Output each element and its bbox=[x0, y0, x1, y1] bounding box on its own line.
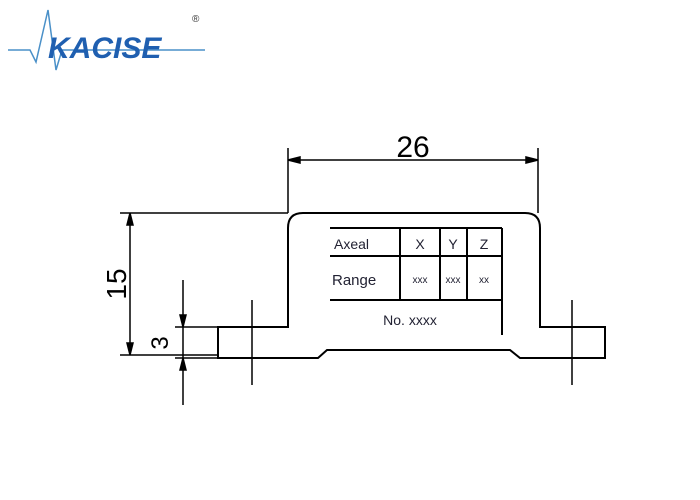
dimensions bbox=[120, 148, 539, 405]
kacise-logo: KACISE ® bbox=[8, 9, 205, 71]
label-table bbox=[330, 227, 503, 335]
range-y: xxx bbox=[446, 275, 461, 286]
axis-label: Axeal bbox=[334, 236, 369, 252]
dim-width-label: 26 bbox=[396, 131, 429, 164]
dim-height-label: 15 bbox=[101, 268, 132, 299]
axis-x: X bbox=[415, 236, 425, 252]
logo-text: KACISE bbox=[48, 32, 162, 65]
axis-z: Z bbox=[480, 236, 489, 252]
registered-mark: ® bbox=[192, 14, 200, 25]
range-z: xx bbox=[479, 275, 489, 286]
axis-y: Y bbox=[448, 236, 458, 252]
range-label: Range bbox=[332, 272, 376, 289]
serial-number: No. xxxx bbox=[383, 312, 437, 328]
sensor-outline bbox=[217, 212, 606, 385]
label-text: Axeal X Y Z Range xxx xxx xx No. xxxx bbox=[332, 236, 489, 328]
dim-flange-label: 3 bbox=[147, 336, 174, 349]
range-x: xxx bbox=[413, 275, 428, 286]
